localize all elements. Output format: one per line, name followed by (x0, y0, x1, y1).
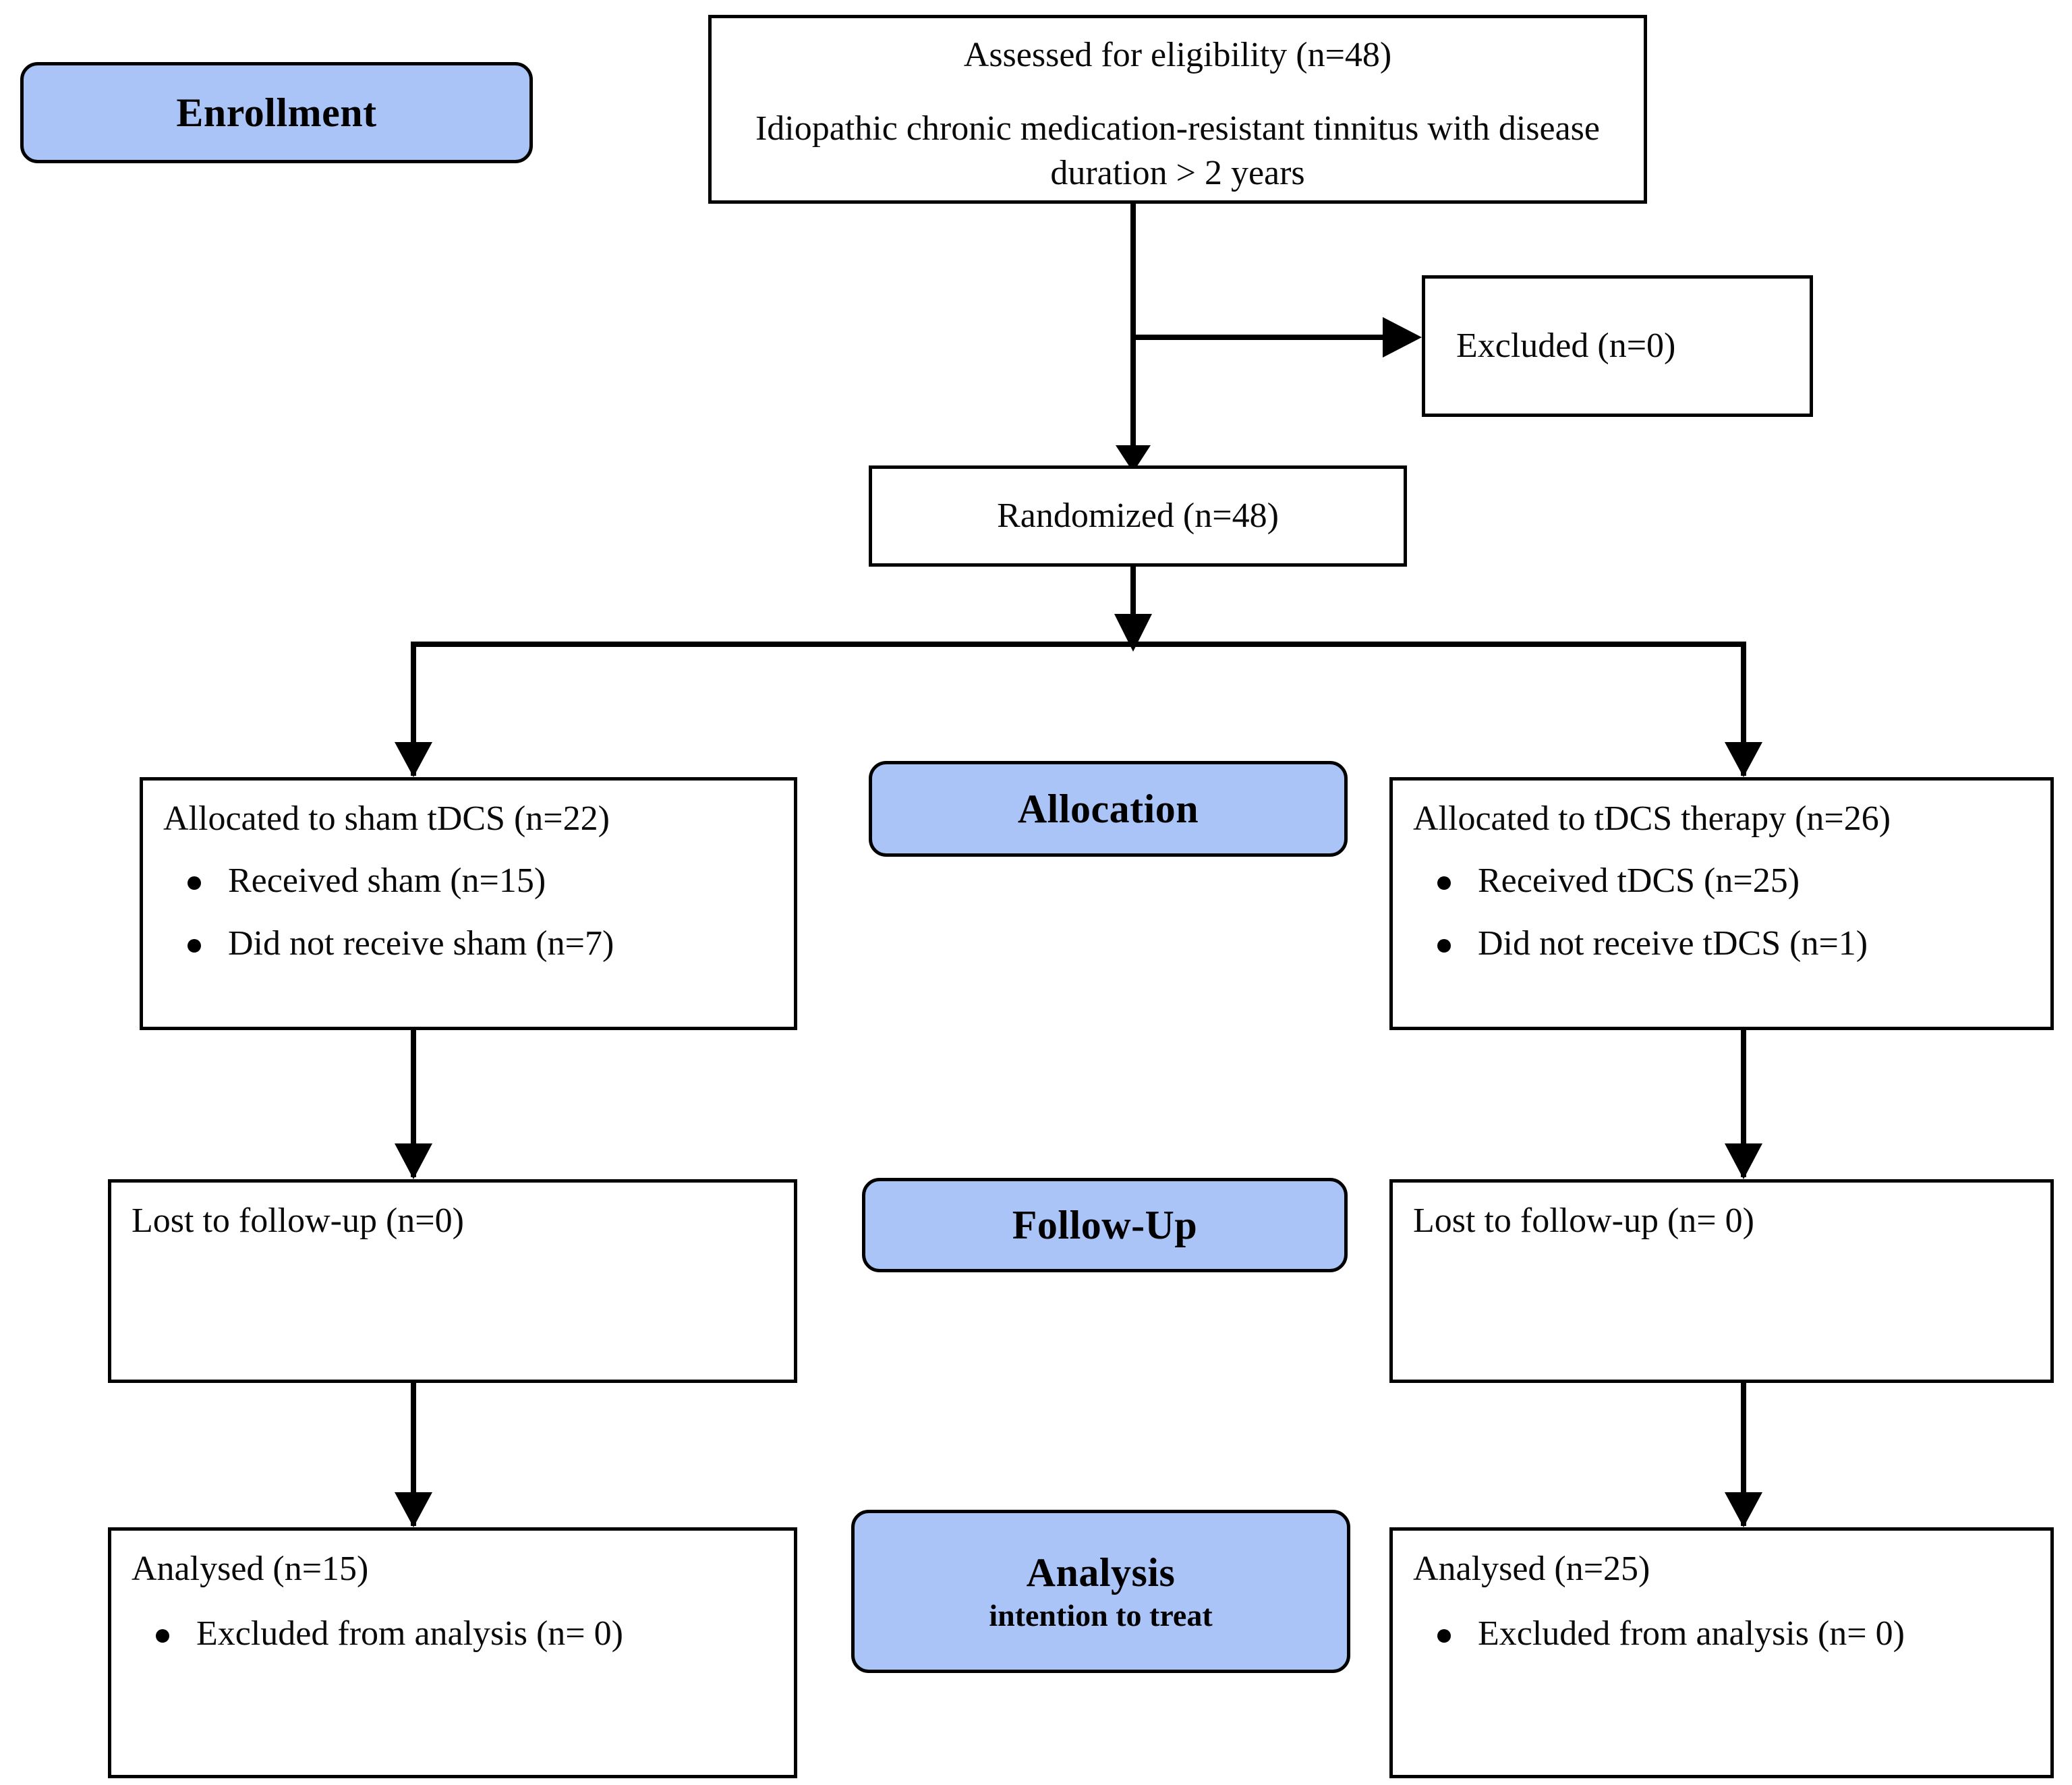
stage-badge-followup-label: Follow-Up (1012, 1202, 1198, 1247)
list-item: Did not receive sham (n=7) (163, 923, 774, 965)
node-analysed-sham-header: Analysed (n=15) (132, 1550, 369, 1588)
list-item: Received tDCS (n=25) (1413, 860, 2030, 902)
node-analysed-tdcs-header: Analysed (n=25) (1413, 1550, 1650, 1588)
node-analysed-tdcs: Analysed (n=25) Excluded from analysis (… (1389, 1527, 2054, 1778)
node-excluded-label: Excluded (n=0) (1456, 326, 1676, 365)
node-allocated-sham-bullets: Received sham (n=15) Did not receive sha… (163, 860, 774, 965)
arrowhead-allocated-tdcs (1725, 742, 1762, 777)
list-item: Did not receive tDCS (n=1) (1413, 923, 2030, 965)
node-analysed-sham: Analysed (n=15) Excluded from analysis (… (108, 1527, 797, 1778)
list-item: Excluded from analysis (n= 0) (1413, 1613, 2030, 1655)
node-lost-followup-sham: Lost to follow-up (n=0) (108, 1179, 797, 1383)
node-lost-followup-sham-label: Lost to follow-up (n=0) (132, 1201, 464, 1240)
node-allocated-tdcs-bullets: Received tDCS (n=25) Did not receive tDC… (1413, 860, 2030, 965)
node-analysed-tdcs-bullets: Excluded from analysis (n= 0) (1413, 1613, 2030, 1655)
arrowhead-allocated-sham (395, 742, 432, 777)
node-randomized: Randomized (n=48) (869, 465, 1407, 567)
node-assessed-line1: Assessed for eligibility (n=48) (963, 36, 1392, 74)
stage-badge-enrollment-label: Enrollment (176, 90, 377, 135)
node-allocated-sham: Allocated to sham tDCS (n=22) Received s… (140, 777, 797, 1030)
stage-badge-analysis: Analysis intention to treat (851, 1510, 1350, 1673)
stage-badge-analysis-label: Analysis (1026, 1550, 1176, 1595)
arrowhead-analysed-tdcs (1725, 1492, 1762, 1527)
stage-badge-allocation: Allocation (869, 761, 1348, 857)
arrowhead-excluded (1383, 317, 1422, 358)
arrowhead-lost-tdcs (1725, 1143, 1762, 1179)
arrowhead-analysed-sham (395, 1492, 432, 1527)
node-allocated-tdcs-header: Allocated to tDCS therapy (n=26) (1413, 799, 1891, 838)
arrowhead-split (1114, 614, 1152, 652)
node-allocated-sham-header: Allocated to sham tDCS (n=22) (163, 799, 610, 838)
stage-badge-allocation-label: Allocation (1017, 786, 1199, 831)
list-item: Received sham (n=15) (163, 860, 774, 902)
arrowhead-lost-sham (395, 1143, 432, 1179)
node-assessed-line2: Idiopathic chronic medication-resistant … (755, 109, 1600, 193)
node-excluded: Excluded (n=0) (1422, 275, 1813, 417)
stage-badge-enrollment: Enrollment (20, 62, 533, 163)
node-assessed-for-eligibility: Assessed for eligibility (n=48) Idiopath… (708, 15, 1647, 204)
stage-badge-analysis-sublabel: intention to treat (989, 1598, 1213, 1633)
stage-badge-followup: Follow-Up (862, 1178, 1348, 1272)
node-lost-followup-tdcs-label: Lost to follow-up (n= 0) (1413, 1201, 1754, 1240)
node-randomized-label: Randomized (n=48) (997, 496, 1279, 535)
node-analysed-sham-bullets: Excluded from analysis (n= 0) (132, 1613, 774, 1655)
node-lost-followup-tdcs: Lost to follow-up (n= 0) (1389, 1179, 2054, 1383)
node-allocated-tdcs: Allocated to tDCS therapy (n=26) Receive… (1389, 777, 2054, 1030)
list-item: Excluded from analysis (n= 0) (132, 1613, 774, 1655)
